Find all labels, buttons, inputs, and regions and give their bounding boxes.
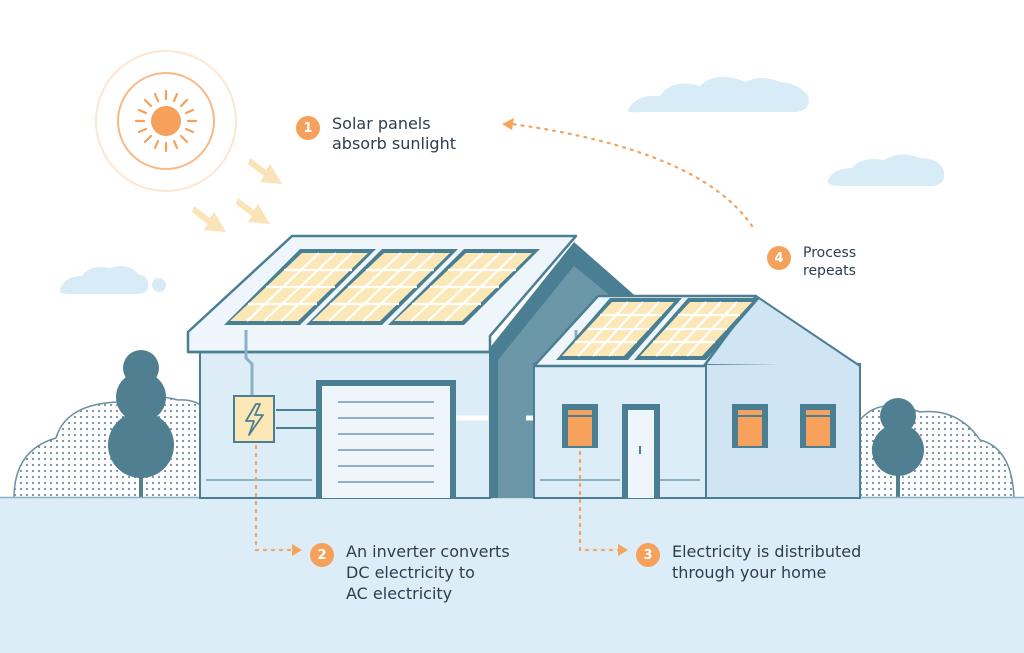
leader-line-distribution	[578, 450, 628, 556]
solar-panel	[224, 249, 376, 325]
solar-panel	[388, 249, 540, 325]
window	[732, 404, 768, 448]
step-4-badge: 4	[767, 246, 791, 270]
leader-line-inverter	[254, 444, 302, 556]
sun-icon	[95, 50, 237, 192]
solar-panel	[556, 298, 682, 360]
tree-left	[108, 350, 174, 500]
tree-right	[872, 398, 924, 500]
sun-ray-arrow-icon	[192, 158, 282, 232]
window	[800, 404, 836, 448]
step-1-text: Solar panels absorb sunlight	[332, 114, 456, 153]
cloud-left	[59, 266, 166, 294]
cloud-right	[827, 154, 945, 186]
window	[562, 404, 598, 448]
step-2-text: An inverter converts DC electricity to A…	[346, 542, 510, 603]
ground	[0, 497, 1024, 653]
front-door	[622, 404, 660, 498]
process-repeat-arrow	[502, 118, 754, 228]
step-2-callout: 2 An inverter converts DC electricity to…	[310, 541, 510, 604]
step-1-callout: 1 Solar panels absorb sunlight	[296, 114, 456, 154]
solar-panel	[306, 249, 458, 325]
main-roof-solar-panels	[224, 249, 540, 325]
step-4-callout: 4 Process repeats	[767, 244, 856, 280]
step-3-text: Electricity is distributed through your …	[672, 542, 862, 582]
step-1-badge: 1	[296, 116, 320, 140]
inverter-box	[233, 395, 275, 443]
cloud-top-right	[627, 76, 809, 113]
secondary-house	[532, 294, 861, 499]
secondary-roof-solar-panels	[556, 298, 760, 360]
lightning-bolt-icon	[245, 403, 264, 436]
garage-door	[316, 380, 456, 498]
step-3-callout: 3 Electricity is distributed through you…	[636, 541, 861, 583]
step-4-text: Process repeats	[803, 245, 857, 279]
step-3-badge: 3	[636, 543, 660, 567]
solar-panel	[634, 298, 760, 360]
step-2-badge: 2	[310, 543, 334, 567]
